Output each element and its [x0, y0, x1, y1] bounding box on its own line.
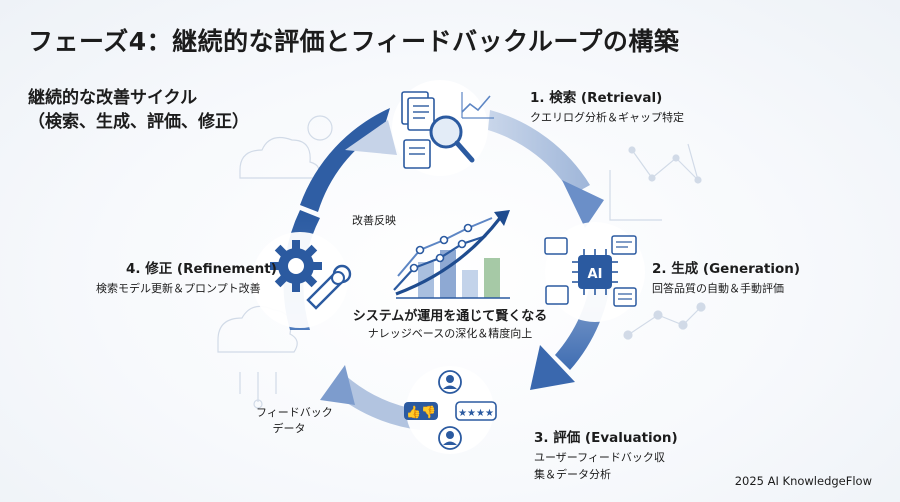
ai-chip-label: AI	[588, 267, 603, 282]
footer-credit: 2025 AI KnowledgeFlow	[734, 474, 872, 488]
phase-evaluation-desc2: 集＆データ分析	[534, 468, 611, 481]
phase-generation-desc: 回答品質の自動＆手動評価	[652, 282, 784, 295]
phase-refinement: 4. 修正 (Refinement) 検索モデル更新＆プロンプト改善	[96, 257, 277, 296]
cycle-subtitle-line1: 継続的な改善サイクル	[28, 88, 198, 108]
phase-evaluation-desc1: ユーザーフィードバック収	[534, 451, 665, 464]
cycle-subtitle-line2: （検索、生成、評価、修正）	[28, 112, 249, 132]
svg-text:👍👎: 👍👎	[406, 405, 436, 419]
arrow-label-feedback-line2: データ	[272, 422, 306, 435]
center-sub-text: ナレッジベースの深化＆精度向上	[367, 327, 533, 340]
center-main-text: システムが運用を通じて賢くなる	[352, 309, 548, 324]
phase-refinement-desc: 検索モデル更新＆プロンプト改善	[96, 282, 261, 295]
phase-generation-title: 2. 生成 (Generation)	[652, 261, 800, 277]
phase-evaluation: 3. 評価 (Evaluation) ユーザーフィードバック収 集＆データ分析	[534, 426, 678, 482]
growth-chart-icon	[393, 210, 510, 299]
arrow-label-feedback: フィードバック データ	[256, 404, 333, 436]
gear-wrench-icon	[270, 240, 352, 310]
phase-retrieval: 1. 検索 (Retrieval) クエリログ分析＆ギャップ特定	[530, 86, 684, 125]
ai-chip-icon	[544, 235, 637, 307]
phase-retrieval-desc: クエリログ分析＆ギャップ特定	[530, 111, 684, 124]
page-title: フェーズ4：継続的な評価とフィードバックループの構築	[28, 27, 680, 56]
user-feedback-icon: 👍👎 ★★★★	[404, 370, 497, 450]
phase-evaluation-title: 3. 評価 (Evaluation)	[534, 430, 678, 446]
document-search-icon	[401, 91, 494, 169]
phase-retrieval-title: 1. 検索 (Retrieval)	[530, 90, 663, 106]
background-decoration	[217, 115, 706, 409]
arrow-label-feedback-line1: フィードバック	[256, 406, 333, 419]
phase-refinement-title: 4. 修正 (Refinement)	[126, 261, 277, 277]
arrow-label-improvement: 改善反映	[352, 214, 396, 227]
phase-generation: 2. 生成 (Generation) 回答品質の自動＆手動評価	[652, 257, 800, 296]
svg-text:★★★★: ★★★★	[458, 408, 494, 419]
cycle-subtitle: 継続的な改善サイクル （検索、生成、評価、修正）	[28, 86, 249, 134]
